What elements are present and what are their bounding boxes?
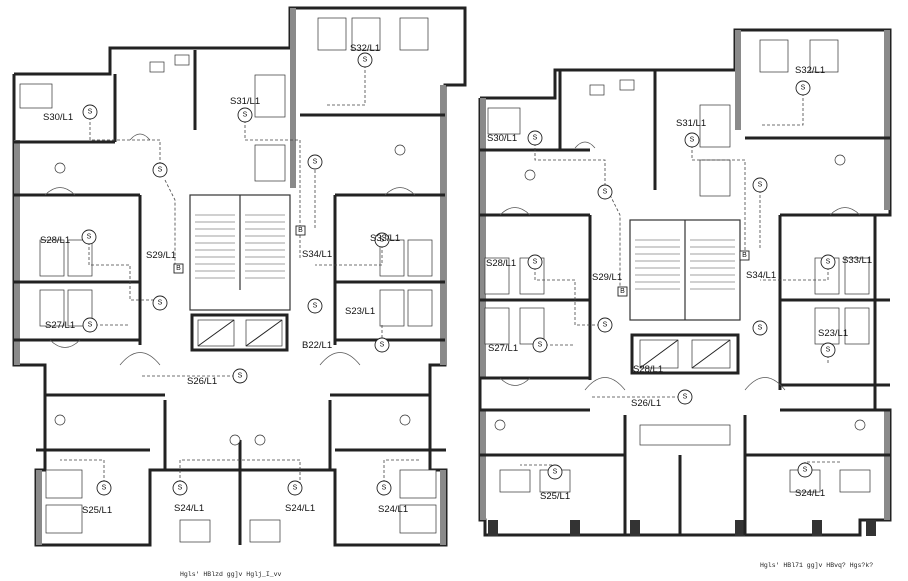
svg-text:S: S [603, 322, 608, 329]
svg-text:S: S [158, 167, 163, 174]
svg-text:S: S [826, 347, 831, 354]
right-label-s28: S28/L1 [486, 258, 516, 269]
svg-text:S: S [533, 259, 538, 266]
svg-text:S: S [758, 182, 763, 189]
left-label-s34: S34/L1 [302, 249, 332, 260]
left-label-s28: S28/L1 [40, 235, 70, 246]
svg-text:S: S [178, 485, 183, 492]
svg-text:S: S [380, 237, 385, 244]
left-label-s32: S32/L1 [350, 43, 380, 54]
svg-text:S: S [363, 57, 368, 64]
right-label-s33: S33/L1 [842, 255, 872, 266]
svg-text:S: S [538, 342, 543, 349]
svg-text:S: S [803, 467, 808, 474]
left-label-b22: B22/L1 [302, 340, 332, 351]
right-label-s27: S27/L1 [488, 343, 518, 354]
left-label-s23: S23/L1 [345, 306, 375, 317]
svg-text:S: S [801, 85, 806, 92]
svg-text:S: S [293, 485, 298, 492]
right-label-s29: S29/L1 [592, 272, 622, 283]
svg-text:S: S [533, 135, 538, 142]
left-label-s25: S25/L1 [82, 505, 112, 516]
right-label-s34: S34/L1 [746, 270, 776, 281]
right-label-s28b: S28/L1 [633, 364, 663, 375]
left-label-s30: S30/L1 [43, 112, 73, 123]
svg-text:S: S [382, 485, 387, 492]
svg-text:B: B [742, 252, 747, 259]
left-label-s29: S29/L1 [146, 250, 176, 261]
svg-text:S: S [603, 189, 608, 196]
left-board-symbols: B B [173, 225, 306, 274]
right-label-s30: S30/L1 [487, 133, 517, 144]
right-label-s31: S31/L1 [676, 118, 706, 129]
svg-text:S: S [683, 394, 688, 401]
left-label-s24b: S24/L1 [285, 503, 315, 514]
right-plan-caption: Hgls' HBl71 gg]v HBvq? Hgs?k? [760, 562, 873, 569]
svg-text:S: S [380, 342, 385, 349]
svg-text:S: S [826, 259, 831, 266]
left-label-s24c: S24/L1 [378, 504, 408, 515]
right-label-s25: S25/L1 [540, 491, 570, 502]
right-label-s24: S24/L1 [795, 488, 825, 499]
left-label-s33: S33/L1 [370, 233, 400, 244]
left-label-s31: S31/L1 [230, 96, 260, 107]
right-floor-plan: S S S S S S S S S S S S S S B B S32/L1 S… [478, 28, 892, 569]
right-board-symbols: B B [617, 250, 750, 297]
svg-text:S: S [87, 234, 92, 241]
svg-text:S: S [313, 159, 318, 166]
svg-text:S: S [243, 112, 248, 119]
left-label-s27: S27/L1 [45, 320, 75, 331]
right-switch-symbols: S S S S S S S S S S S S S S [527, 80, 836, 480]
svg-text:S: S [238, 373, 243, 380]
svg-text:S: S [88, 322, 93, 329]
svg-text:S: S [102, 485, 107, 492]
left-floor-plan: S S S S S S S S S S S S S S S S B B S32/… [12, 6, 467, 578]
right-label-s26: S26/L1 [631, 398, 661, 409]
left-plan-caption: Hgls' HBlzd gg]v Hglj_I_vv [180, 571, 282, 578]
left-label-s24a: S24/L1 [174, 503, 204, 514]
svg-text:S: S [553, 469, 558, 476]
svg-text:B: B [298, 227, 303, 234]
right-label-s32: S32/L1 [795, 65, 825, 76]
svg-text:B: B [620, 288, 625, 295]
svg-text:S: S [690, 137, 695, 144]
svg-text:S: S [158, 300, 163, 307]
svg-text:S: S [313, 303, 318, 310]
svg-text:B: B [176, 265, 181, 272]
right-label-s23: S23/L1 [818, 328, 848, 339]
svg-text:S: S [758, 325, 763, 332]
svg-text:S: S [88, 109, 93, 116]
left-switch-symbols: S S S S S S S S S S S S S S S S [81, 52, 392, 496]
left-label-s26: S26/L1 [187, 376, 217, 387]
